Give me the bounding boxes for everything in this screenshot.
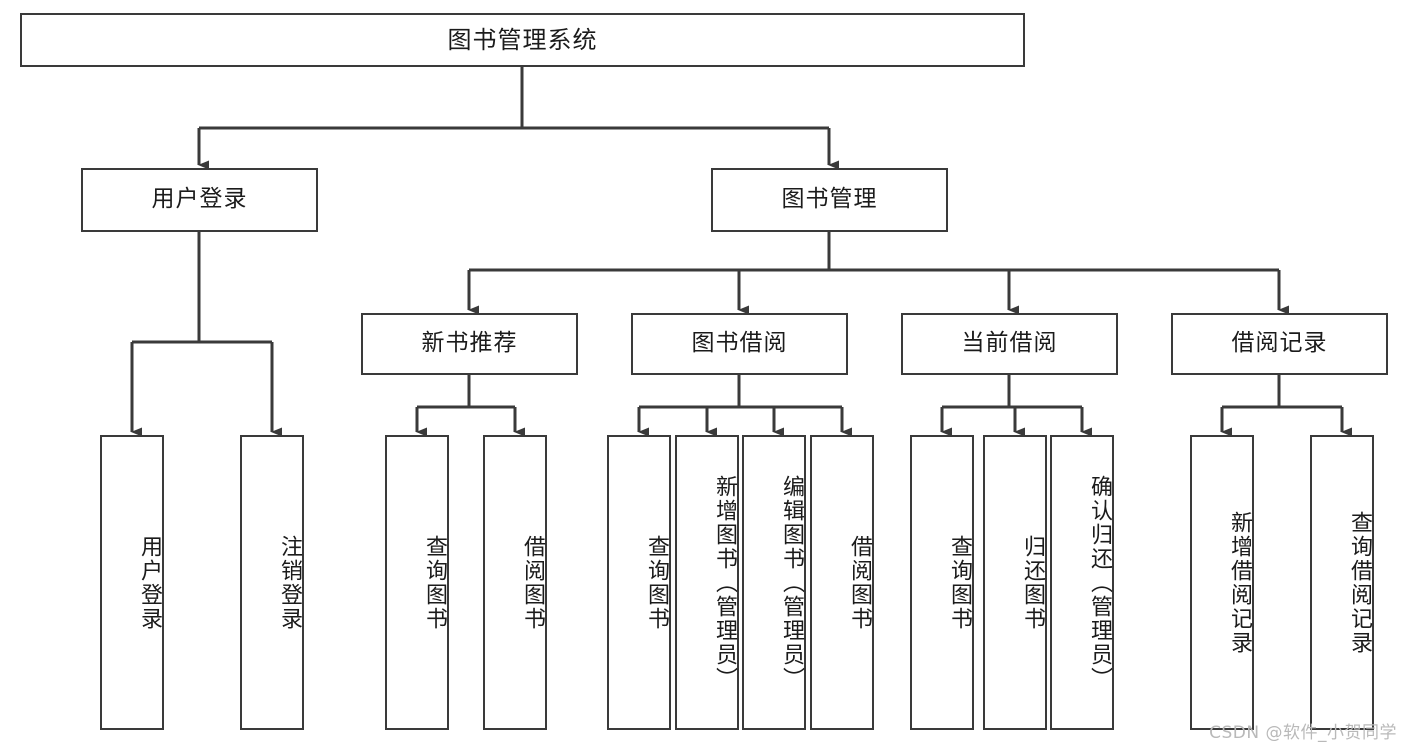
node-label: 新增图书（管理员） (712, 474, 737, 691)
node-label: 查询图书 (422, 534, 447, 631)
node-label: 借阅图书 (520, 534, 545, 631)
node-leaf-8-查询图书[interactable]: 查询图书 (910, 435, 974, 730)
node-label: 图书借阅 (691, 330, 788, 357)
node-level3-3-借阅记录[interactable]: 借阅记录 (1171, 313, 1388, 375)
node-leaf-3-借阅图书[interactable]: 借阅图书 (483, 435, 547, 730)
node-label: 借阅记录 (1231, 330, 1328, 357)
node-level3-0-新书推荐[interactable]: 新书推荐 (361, 313, 578, 375)
node-label: 当前借阅 (961, 330, 1058, 357)
node-label: 用户登录 (151, 186, 248, 213)
node-label: 借阅图书 (847, 534, 872, 631)
node-level2-1-图书管理[interactable]: 图书管理 (711, 168, 948, 232)
node-leaf-10-确认归还管理员[interactable]: 确认归还（管理员） (1050, 435, 1114, 730)
node-leaf-11-新增借阅记录[interactable]: 新增借阅记录 (1190, 435, 1254, 730)
node-leaf-0-用户登录[interactable]: 用户登录 (100, 435, 164, 730)
node-label: 查询图书 (644, 534, 669, 631)
node-label: 注销登录 (277, 534, 302, 631)
node-leaf-7-借阅图书[interactable]: 借阅图书 (810, 435, 874, 730)
node-leaf-2-查询图书[interactable]: 查询图书 (385, 435, 449, 730)
node-leaf-12-查询借阅记录[interactable]: 查询借阅记录 (1310, 435, 1374, 730)
node-label: 图书管理 (781, 186, 878, 213)
node-leaf-4-查询图书[interactable]: 查询图书 (607, 435, 671, 730)
node-leaf-6-编辑图书管理员[interactable]: 编辑图书（管理员） (742, 435, 806, 730)
node-leaf-1-注销登录[interactable]: 注销登录 (240, 435, 304, 730)
watermark-text: CSDN @软件_小贺同学 (1209, 723, 1397, 743)
node-label: 归还图书 (1020, 534, 1045, 631)
node-label: 新增借阅记录 (1227, 510, 1252, 655)
node-label: 查询借阅记录 (1347, 510, 1372, 655)
node-leaf-9-归还图书[interactable]: 归还图书 (983, 435, 1047, 730)
node-root-system[interactable]: 图书管理系统 (20, 13, 1025, 67)
node-level3-1-图书借阅[interactable]: 图书借阅 (631, 313, 848, 375)
node-label: 编辑图书（管理员） (779, 474, 804, 691)
node-label: 用户登录 (137, 534, 162, 631)
node-level3-2-当前借阅[interactable]: 当前借阅 (901, 313, 1118, 375)
node-level2-0-用户登录[interactable]: 用户登录 (81, 168, 318, 232)
node-label: 查询图书 (947, 534, 972, 631)
node-label: 确认归还（管理员） (1087, 474, 1112, 691)
node-leaf-5-新增图书管理员[interactable]: 新增图书（管理员） (675, 435, 739, 730)
node-label: 新书推荐 (421, 330, 518, 357)
